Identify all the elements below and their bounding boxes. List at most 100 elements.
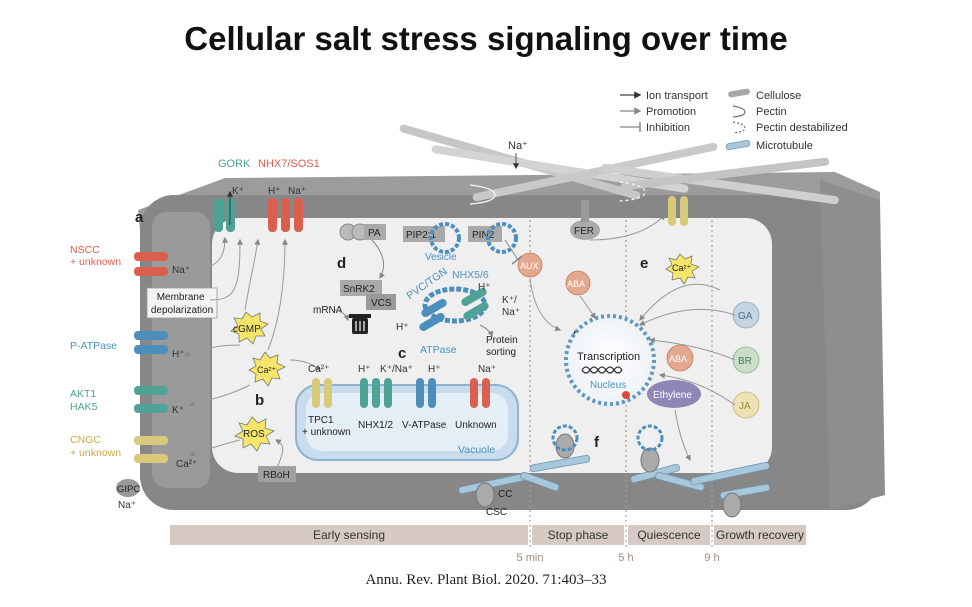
vcs-box <box>366 294 396 310</box>
ga-label: GA <box>738 311 753 322</box>
ja-node <box>732 391 760 419</box>
section-c: c <box>398 345 406 362</box>
vatpase-pump <box>416 378 436 408</box>
nhx7-na-label: Na⁺ <box>288 186 306 197</box>
akt1-hak5-channel <box>134 386 168 413</box>
vesicle-circle <box>429 222 461 254</box>
nscc-channel <box>134 252 168 276</box>
nucleus <box>564 314 656 406</box>
pectin-destabilized-icon <box>732 121 746 134</box>
br-node <box>732 346 760 374</box>
transcription-label: Transcription <box>577 351 640 363</box>
phase-stop-label: Stop phase <box>548 528 609 542</box>
pin2-label: PIN2 <box>472 230 495 241</box>
aux-node <box>517 252 543 278</box>
pip21-label: PIP2;1 <box>406 230 436 241</box>
vatpase-h-label: H⁺ <box>428 364 441 375</box>
membrane-depolarization-label: Membrane depolarization <box>151 292 213 316</box>
protein-sorting-label: Protein sorting <box>486 335 520 358</box>
nhx12-transporter <box>360 378 392 408</box>
legend-cellulose: Cellulose <box>756 90 801 102</box>
trash-icon <box>349 314 371 334</box>
vacuole-ca-label: Ca²⁺ <box>308 364 329 375</box>
section-a: a <box>135 209 144 226</box>
legend-pectin-destabilized: Pectin destabilized <box>756 122 848 134</box>
tpc1-label: TPC1 + unknown <box>302 415 351 438</box>
snrk2-box <box>340 280 382 296</box>
unknown-label: Unknown <box>455 420 497 431</box>
phase-early-sensing <box>170 525 528 545</box>
pectin-icon <box>732 105 746 118</box>
nuclear-pore-dot <box>622 391 630 399</box>
p-atpase-label: P-ATPase <box>70 340 117 352</box>
akt1-k-label: K⁺ <box>172 405 184 416</box>
tpc1-channel <box>312 378 332 408</box>
phase-early-sensing-label: Early sensing <box>313 528 385 542</box>
vcs-label: VCS <box>371 298 392 309</box>
ca-burst-e <box>665 253 700 285</box>
ca-burst-e-label: Ca²⁺ <box>672 263 692 273</box>
section-e: e <box>640 255 648 272</box>
aux-label: AUX <box>520 261 539 271</box>
gipc-molecule <box>116 479 140 497</box>
atpase-label: ATPase <box>420 344 457 356</box>
p-atpase-h-label: H⁺ <box>172 349 185 360</box>
rboh-box <box>258 466 296 482</box>
legend-inhibition: Inhibition <box>646 122 690 134</box>
ros-label: ROS <box>243 429 265 440</box>
rboh-label: RBoH <box>263 470 290 481</box>
pin2-box <box>468 226 502 242</box>
cgmp-burst <box>230 311 269 345</box>
phase-growth-recovery-label: Growth recovery <box>716 528 804 542</box>
gork-label: GORK <box>218 158 251 170</box>
legend-microtubule: Microtubule <box>756 140 813 152</box>
membrane-depolarization-box <box>146 287 218 319</box>
mrna-label: mRNA <box>313 305 343 316</box>
vesicle-label: Vesicle <box>425 252 457 263</box>
aba-node-inner <box>666 344 694 372</box>
ros-burst <box>234 416 275 452</box>
pvc-transporters <box>419 288 489 331</box>
microtubule-icon <box>725 140 751 150</box>
section-b: b <box>255 392 264 409</box>
aba-inner-label: ABA <box>669 354 687 364</box>
phase-quiescence <box>628 525 710 545</box>
gipc-na-label: Na⁺ <box>118 500 136 511</box>
ca-burst-b <box>248 351 286 387</box>
section-f: f <box>594 434 600 451</box>
pa-box <box>364 224 386 240</box>
ja-label: JA <box>739 401 751 412</box>
section-e-channel <box>668 196 688 226</box>
phase-stop <box>532 525 624 545</box>
pa-label: PA <box>368 228 381 239</box>
vacuole-label: Vacuole <box>458 444 495 456</box>
akt1-label: AKT1 HAK5 <box>70 388 99 413</box>
nhx56-label: NHX5/6 <box>452 269 489 281</box>
time-5min: 5 min <box>517 552 544 564</box>
legend-promotion: Promotion <box>646 106 696 118</box>
citation: Annu. Rev. Plant Biol. 2020. 71:403–33 <box>365 572 607 588</box>
ca-burst-b-label: Ca²⁺ <box>257 365 277 375</box>
csc-complexes <box>475 424 742 518</box>
unknown-transporter <box>470 378 490 408</box>
legend-pectin: Pectin <box>756 106 787 118</box>
unknown-na-label: Na⁺ <box>478 364 496 375</box>
dna-icon <box>581 366 623 374</box>
nscc-na-label: Na⁺ <box>172 265 190 276</box>
cgmp-label: cGMP <box>233 324 261 335</box>
na-top-label: Na⁺ <box>508 140 528 152</box>
ethylene-label: Ethylene <box>653 390 692 401</box>
p-atpase-pump <box>134 331 168 354</box>
nhx12-h-label: H⁺ <box>358 364 371 375</box>
nucleus-label: Nucleus <box>590 380 626 391</box>
phase-quiescence-label: Quiescence <box>637 528 701 542</box>
legend: Ion transport Promotion Inhibition Cellu… <box>620 88 848 152</box>
aba-node-top <box>565 270 591 296</box>
cellulose-fibers <box>399 124 839 205</box>
nscc-label: NSCC+ unknown <box>70 244 121 268</box>
cc-label: CC <box>498 489 512 500</box>
ethylene-node <box>647 380 701 408</box>
fer-node <box>570 220 600 240</box>
phase-growth-recovery <box>714 525 806 545</box>
nhx7-sos1-transporter <box>268 198 303 232</box>
